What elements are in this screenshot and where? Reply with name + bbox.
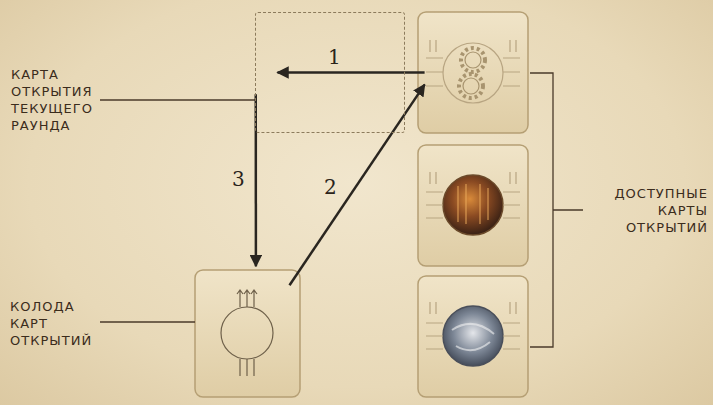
card-middle [418,145,528,266]
placeholder-card: КАРТА ОТКРЫТИЯ ТЕКУЩЕГО РАУНДА [255,12,405,133]
leader-line [100,99,255,100]
caption-label: КОЛОДА КАРТ ОТКРЫТИЙ [10,298,92,349]
caption-label: КАРТА ОТКРЫТИЯ ТЕКУЩЕГО РАУНДА [11,66,93,134]
deck-card: КОЛОДА КАРТ ОТКРЫТИЙ [195,270,300,397]
card-top [418,12,528,133]
card-bottom [418,276,528,397]
caption-label: ДОСТУПНЫЕ КАРТЫ ОТКРЫТИЙ [614,185,708,236]
flow-arrow [278,71,425,74]
deck-card [195,270,300,397]
callout-number: 2 [322,176,339,198]
discovery-card [418,12,528,133]
bracket [530,73,583,347]
callout-number: 1 [326,46,343,68]
callout-number: 3 [230,168,247,190]
leader-line [100,321,195,322]
